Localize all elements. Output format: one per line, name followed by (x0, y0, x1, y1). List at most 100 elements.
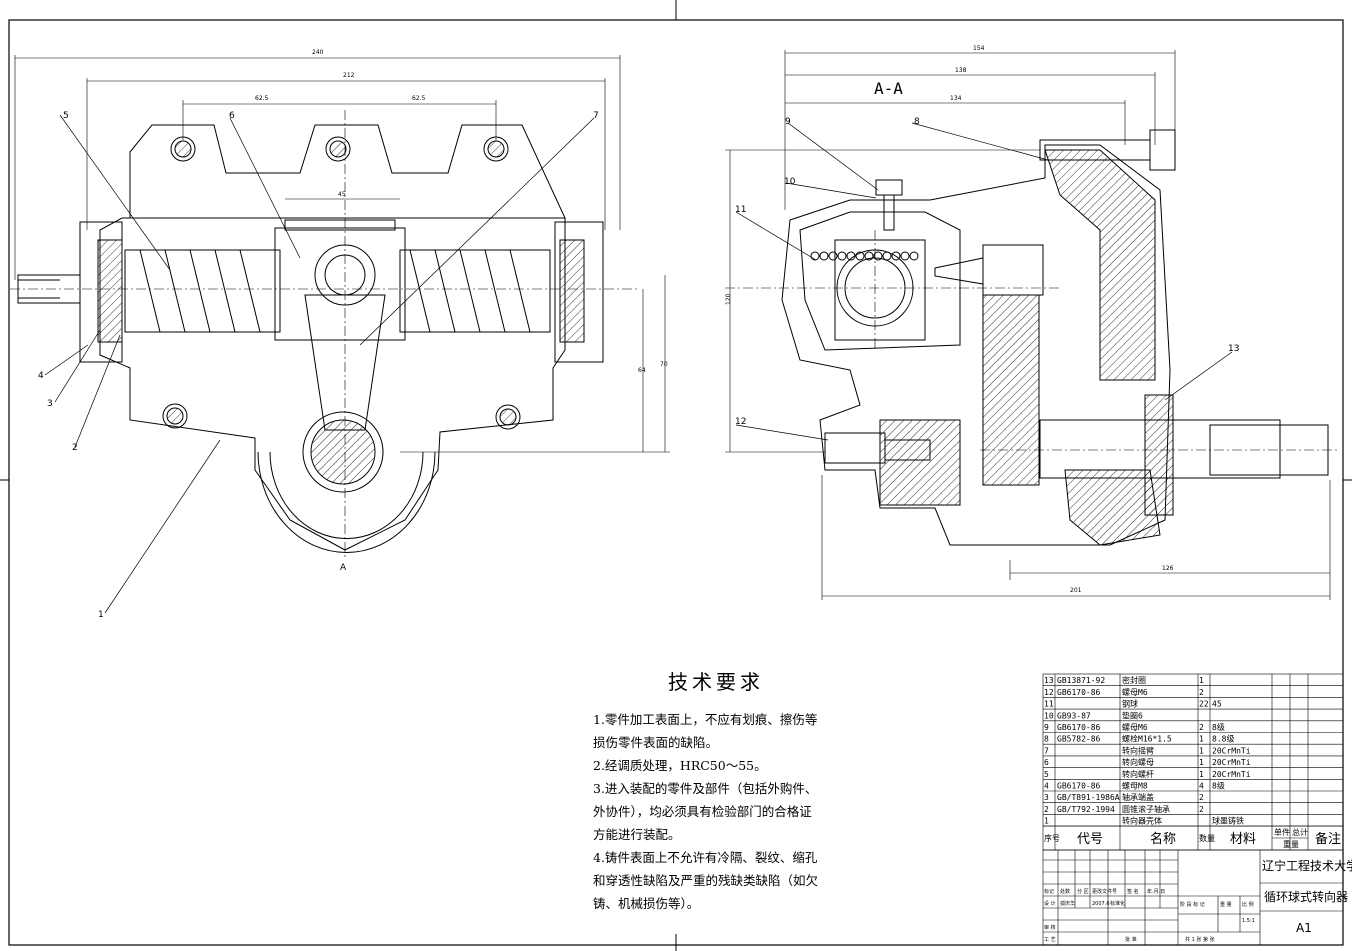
left-dimensions (14, 55, 670, 453)
bom-cell-name: 转向摇臂 (1122, 745, 1154, 755)
bom-cell-name: 螺母M6 (1122, 687, 1148, 697)
seal-ring (1144, 394, 1174, 516)
svg-text:数量: 数量 (1199, 833, 1215, 843)
right-dimension-texts: 154 138 134 120 126 201 A-A (725, 45, 1174, 594)
svg-text:标准化: 标准化 (1110, 900, 1125, 907)
svg-text:5: 5 (63, 111, 69, 121)
bom-cell-name: 钢球 (1122, 699, 1138, 709)
right-dimensions (725, 50, 1331, 600)
bom-cell-code: GB/T891-1986A (1057, 793, 1120, 802)
bom-cell-qty: 2 (1199, 793, 1204, 802)
svg-text:134: 134 (950, 95, 962, 102)
bom-cell-qty: 2 (1199, 723, 1204, 732)
svg-text:11: 11 (735, 205, 746, 215)
top-nut (875, 179, 903, 196)
svg-text:共 1 张 第 张: 共 1 张 第 张 (1185, 936, 1215, 943)
bom-cell-name: 螺母M6 (1122, 722, 1148, 732)
bom-cell-no: 11 (1044, 700, 1054, 709)
bom-table (1042, 673, 1344, 851)
worm-screw-left (124, 249, 281, 333)
bom-cell-code: GB/T792-1994 (1057, 805, 1115, 814)
bom-cell-code: GB6170-86 (1057, 782, 1101, 791)
svg-text:名称: 名称 (1150, 831, 1176, 847)
svg-text:签 名: 签 名 (1127, 888, 1139, 895)
bom-cell-material: 20CrMnTi (1212, 746, 1251, 755)
right-view-section (725, 129, 1340, 546)
svg-text:6: 6 (229, 111, 235, 121)
bom-cell-qty: 1 (1199, 758, 1204, 767)
bom-cell-name: 螺母M8 (1122, 781, 1148, 791)
svg-text:9: 9 (785, 117, 791, 127)
bom-cell-qty: 4 (1199, 782, 1204, 791)
left-balloons: 5 6 7 4 3 2 1 (38, 111, 599, 620)
svg-text:代号: 代号 (1077, 832, 1103, 847)
svg-text:45: 45 (338, 191, 346, 198)
bom-cell-no: 1 (1044, 817, 1049, 826)
title-block (1042, 849, 1344, 946)
svg-text:A: A (340, 563, 347, 573)
bom-cell-qty: 1 (1199, 746, 1204, 755)
tech-req-item: 1.零件加工表面上，不应有划痕、擦伤等损伤零件表面的缺陷。 (593, 712, 818, 750)
svg-text:工 艺: 工 艺 (1044, 937, 1056, 943)
nut-body (834, 239, 926, 341)
adjust-bolt-head (1149, 129, 1176, 171)
bom-cell-name: 螺栓M16*1.5 (1122, 734, 1172, 744)
bom-cell-no: 8 (1044, 735, 1049, 744)
svg-text:孤庆华: 孤庆华 (1060, 900, 1075, 907)
svg-text:2007.6: 2007.6 (1092, 901, 1110, 907)
svg-text:1: 1 (98, 610, 104, 620)
svg-text:64: 64 (638, 367, 646, 374)
bom-cell-code: GB93-87 (1057, 711, 1091, 720)
svg-text:重 量: 重 量 (1220, 901, 1232, 908)
bom-cell-no: 10 (1044, 711, 1054, 720)
bom-cell-no: 5 (1044, 770, 1049, 779)
tech-req-item: 2.经调质处理，HRC50～55。 (593, 758, 767, 773)
svg-text:序号: 序号 (1044, 833, 1060, 843)
bom-cell-qty: 1 (1199, 770, 1204, 779)
bom-header: 序号 代号 名称 数量 材料 单件 总计 重量 备注 (1044, 827, 1341, 849)
top-mounting-bracket (129, 124, 566, 219)
svg-text:标记: 标记 (1044, 888, 1054, 895)
bom-cell-no: 6 (1044, 758, 1049, 767)
svg-text:2: 2 (72, 443, 78, 453)
bom-cell-qty: 2 (1199, 805, 1204, 814)
svg-text:10: 10 (784, 177, 796, 187)
right-balloons: 9 8 10 11 13 12 (735, 117, 1239, 427)
bolt-holes (162, 136, 521, 430)
svg-text:年.月.日: 年.月.日 (1147, 888, 1165, 895)
bom-cell-code: GB6170-86 (1057, 688, 1101, 697)
bom-cell-material: 8级 (1212, 722, 1225, 732)
bom-cell-qty: 1 (1199, 735, 1204, 744)
svg-text:120: 120 (725, 293, 732, 305)
sector-shaft (982, 294, 1040, 486)
housing-wall-right (1044, 149, 1156, 381)
svg-text:审 核: 审 核 (1044, 924, 1056, 931)
bom-cell-material: 球墨铸铁 (1212, 816, 1244, 826)
left-leaders (44, 114, 595, 614)
svg-text:批 准: 批 准 (1125, 936, 1137, 943)
svg-text:总计: 总计 (1292, 827, 1308, 837)
bom-cell-no: 9 (1044, 723, 1049, 732)
sector-top (982, 244, 1044, 296)
plug-nut (824, 432, 886, 464)
svg-text:分 区: 分 区 (1077, 888, 1089, 895)
bom-cell-material: 8.8级 (1212, 734, 1234, 744)
svg-text:13: 13 (1228, 344, 1239, 354)
svg-text:更改文件号: 更改文件号 (1092, 888, 1117, 895)
bom-cell-no: 7 (1044, 746, 1049, 755)
bom-cell-no: 4 (1044, 782, 1049, 791)
svg-text:比 例: 比 例 (1242, 901, 1254, 908)
svg-text:重量: 重量 (1283, 839, 1299, 849)
svg-text:62.5: 62.5 (255, 95, 269, 102)
bom-cell-name: 密封圈 (1122, 675, 1146, 685)
tech-req-item: 4.铸件表面上不允许有冷隔、裂纹、缩孔和穿透性缺陷及严重的残缺类缺陷（如欠铸、机… (593, 850, 819, 911)
svg-text:处数: 处数 (1060, 888, 1070, 895)
bom-cell-no: 3 (1044, 793, 1049, 802)
left-dimension-texts: 240 212 62.5 62.5 45 64 70 A (255, 49, 668, 573)
bom-cell-code: GB13871-92 (1057, 676, 1105, 685)
bom-cell-material: 20CrMnTi (1212, 758, 1251, 767)
svg-text:201: 201 (1070, 587, 1082, 594)
housing-section (781, 144, 1171, 546)
